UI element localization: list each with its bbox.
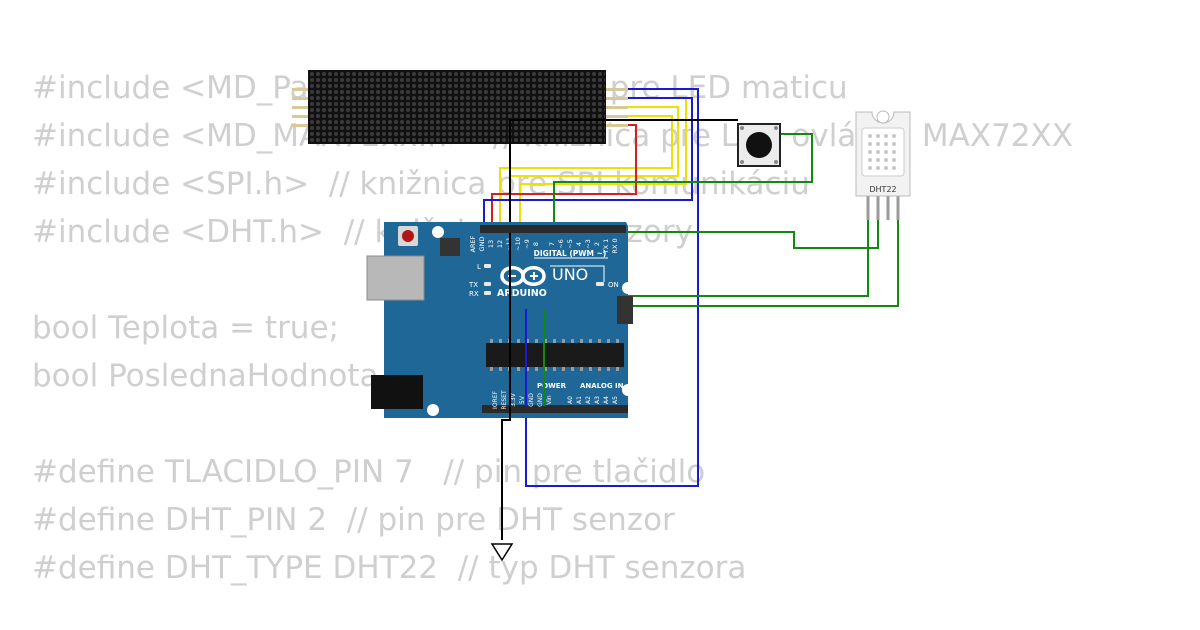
wires-on-board bbox=[509, 233, 545, 420]
power-analog-header[interactable] bbox=[482, 405, 628, 413]
pin-label: A4 bbox=[603, 396, 610, 404]
digital-header-label: DIGITAL (PWM ~) bbox=[534, 249, 607, 258]
code-line-bool-teplota: bool Teplota = true; bbox=[32, 310, 339, 346]
pin-label: GND bbox=[537, 393, 544, 407]
dht22-label: DHT22 bbox=[869, 185, 896, 194]
pin-label: 5V bbox=[519, 395, 526, 404]
pin-label: 3.3V bbox=[510, 392, 517, 407]
pin-label: A1 bbox=[576, 396, 583, 404]
pin-label: GND bbox=[528, 393, 535, 407]
pin-label: ~6 bbox=[557, 239, 565, 249]
bottom-pin-labels: IOREF RESET 3.3V 5V GND GND Vin A0 A1 A2… bbox=[492, 390, 619, 410]
wire-yellow-clk bbox=[499, 115, 673, 226]
pin-label: ~3 bbox=[584, 239, 592, 249]
wire-blue-matrix-gnd bbox=[483, 97, 693, 226]
led-l-label: L bbox=[477, 263, 481, 271]
pin-label: TX 1 bbox=[602, 239, 610, 255]
top-pin-labels: AREF GND 13 12 ~11 ~10 ~9 8 7 ~6 ~5 4 ~3… bbox=[469, 235, 619, 254]
pin-label: GND bbox=[478, 237, 486, 252]
wire-green-dht-vcc bbox=[618, 205, 869, 297]
model-frame bbox=[550, 265, 605, 282]
pin-label: Vin bbox=[546, 395, 553, 405]
led-on-label: ON bbox=[608, 281, 619, 289]
board-pcb bbox=[384, 222, 628, 418]
pin-label: 4 bbox=[575, 242, 583, 246]
code-line-define-dht-pin: #define DHT_PIN 2 // pin pre DHT senzor bbox=[32, 502, 675, 538]
power-header-label: POWER bbox=[537, 382, 567, 390]
pin-label: 12 bbox=[496, 240, 504, 248]
mount-hole bbox=[427, 404, 439, 416]
mount-hole bbox=[622, 384, 634, 396]
pin-label: ~10 bbox=[514, 237, 522, 251]
led-tx-label: TX bbox=[468, 281, 478, 289]
led-matrix[interactable] bbox=[292, 70, 628, 144]
analog-header-label: ANALOG IN bbox=[580, 382, 624, 390]
pin-label: A0 bbox=[567, 396, 574, 404]
pin-label: RX 0 bbox=[611, 238, 619, 253]
reset-button-cap bbox=[402, 230, 414, 242]
push-button[interactable] bbox=[737, 123, 781, 167]
power-jack bbox=[371, 375, 423, 409]
code-line-define-tlacidlo: #define TLACIDLO_PIN 7 // pin pre tlačid… bbox=[32, 454, 706, 490]
pin-label: 7 bbox=[548, 242, 556, 246]
brand-label: ARDUINO bbox=[497, 288, 547, 299]
pin-label: A2 bbox=[585, 396, 592, 404]
led-matrix-pins bbox=[292, 88, 628, 127]
push-button-cap bbox=[746, 132, 772, 158]
dht22-grille bbox=[861, 127, 905, 177]
pin-label: A3 bbox=[594, 396, 601, 404]
wire-green-dht-data bbox=[604, 205, 879, 249]
dht22-pins bbox=[866, 195, 900, 220]
dht22-mount-hole bbox=[876, 110, 890, 124]
mount-hole bbox=[622, 282, 634, 294]
dht22-grille-holes bbox=[868, 134, 896, 170]
ground-symbol bbox=[490, 543, 514, 562]
wire-black-button bbox=[509, 119, 738, 226]
digital-header[interactable] bbox=[480, 225, 626, 233]
pin-label: A5 bbox=[612, 396, 619, 404]
arduino-uno-board[interactable]: AREF GND 13 12 ~11 ~10 ~9 8 7 ~6 ~5 4 ~3… bbox=[366, 222, 634, 418]
led-tx bbox=[484, 282, 491, 286]
icsp-header bbox=[440, 238, 633, 324]
led-matrix-dots bbox=[309, 71, 605, 143]
usb-connector bbox=[366, 255, 425, 301]
wire-red bbox=[491, 124, 637, 226]
led-rx bbox=[484, 291, 491, 295]
code-line-define-dht-type: #define DHT_TYPE DHT22 // typ DHT senzor… bbox=[32, 550, 747, 586]
pin-label: 2 bbox=[593, 242, 601, 246]
pin-label: ~5 bbox=[566, 239, 574, 249]
pin-label: 8 bbox=[532, 242, 540, 246]
pin-label: AREF bbox=[469, 235, 477, 252]
dht22-sensor[interactable]: DHT22 bbox=[855, 110, 911, 220]
led-on bbox=[596, 282, 604, 286]
led-l bbox=[484, 264, 491, 268]
wire-green-button bbox=[553, 133, 813, 226]
led-rx-label: RX bbox=[469, 290, 479, 298]
model-label: UNO bbox=[552, 265, 588, 284]
pin-label: ~9 bbox=[523, 239, 531, 249]
mount-hole bbox=[432, 226, 444, 238]
pin-label: IOREF bbox=[492, 391, 499, 409]
pin-label: RESET bbox=[501, 390, 508, 410]
microcontroller-chip bbox=[486, 343, 624, 367]
pin-label: 13 bbox=[487, 240, 495, 248]
